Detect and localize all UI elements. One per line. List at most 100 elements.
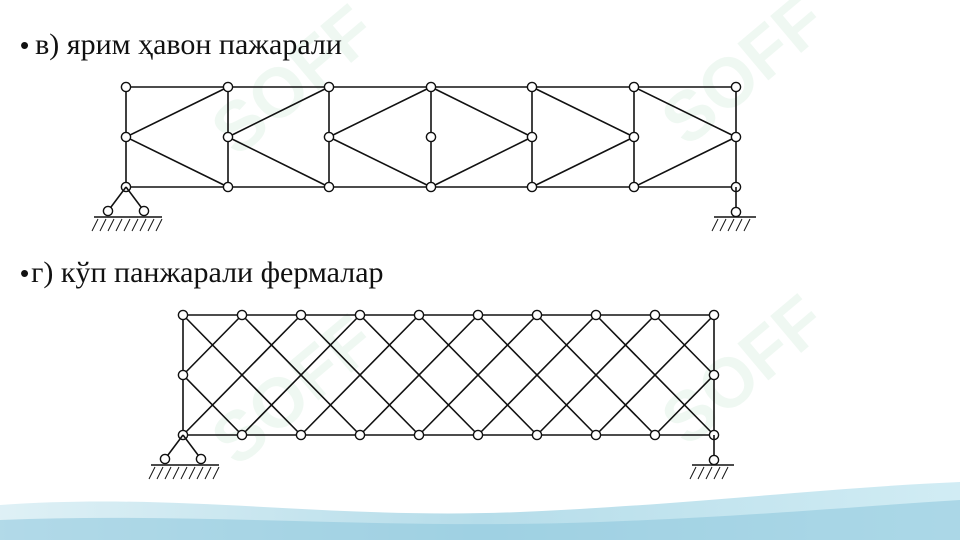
ground-hatch [711, 218, 719, 232]
diagonal [430, 136, 533, 188]
diagonal [125, 86, 229, 138]
ground-hatch [721, 466, 729, 480]
ground-hatch [172, 466, 180, 480]
bullet-dot: • [20, 30, 30, 60]
bullet-dot: • [20, 258, 30, 288]
ground-hatch [139, 218, 147, 232]
ground-hatch [735, 218, 743, 232]
lattice-diagonal [241, 314, 361, 436]
lattice-diagonal [654, 374, 715, 436]
truss-node [120, 131, 132, 143]
truss-node [526, 181, 538, 193]
ground-hatch [689, 466, 697, 480]
truss-node [526, 81, 538, 93]
truss-node [236, 309, 248, 321]
truss-node [526, 131, 538, 143]
lattice-diagonal [477, 314, 597, 436]
truss-node [295, 309, 307, 321]
bullet-text: в) ярим ҳавон пажарали [35, 28, 342, 61]
lattice-diagonal [418, 314, 538, 436]
support-roller [159, 453, 171, 465]
truss-node [222, 131, 234, 143]
truss-node [222, 181, 234, 193]
truss-node [177, 309, 189, 321]
ground-hatch [91, 218, 99, 232]
diagonal [125, 136, 229, 188]
bullet-text: г) кўп панжарали фермалар [31, 256, 384, 289]
truss-node [413, 309, 425, 321]
truss-node [708, 369, 720, 381]
lattice-diagonal [300, 314, 420, 436]
truss-node [295, 429, 307, 441]
truss-node [708, 309, 720, 321]
ground-hatch [697, 466, 705, 480]
truss-node [425, 181, 437, 193]
truss-node [236, 429, 248, 441]
ground-hatch [147, 218, 155, 232]
ground-hatch [743, 218, 751, 232]
truss-node [354, 429, 366, 441]
ground-hatch [196, 466, 204, 480]
diagonal [328, 136, 432, 188]
truss-node [354, 309, 366, 321]
ground-hatch [188, 466, 196, 480]
truss-node [649, 309, 661, 321]
truss-node [531, 429, 543, 441]
truss-node [590, 309, 602, 321]
ground-hatch [148, 466, 156, 480]
ground-hatch [180, 466, 188, 480]
truss-node [177, 369, 189, 381]
ground-hatch [123, 218, 131, 232]
truss-node [425, 81, 437, 93]
diagonal [633, 86, 737, 138]
diagonal [633, 136, 737, 188]
lattice-diagonal [182, 314, 243, 376]
diagonal [430, 86, 533, 138]
bullet-item-semi-diagonal: •в) ярим ҳавон пажарали [20, 30, 342, 60]
truss-node [323, 81, 335, 93]
diagonal [227, 86, 330, 138]
ground-hatch [155, 218, 163, 232]
truss-node [222, 81, 234, 93]
ground-hatch [212, 466, 220, 480]
ground-hatch [713, 466, 721, 480]
truss-node [323, 181, 335, 193]
truss-node [413, 429, 425, 441]
diagonal [531, 86, 635, 138]
lattice-diagonal [182, 314, 302, 436]
truss-node [531, 309, 543, 321]
truss-node [323, 131, 335, 143]
ground-hatch [131, 218, 139, 232]
ground-hatch [719, 218, 727, 232]
bullet-item-multi-lattice: •г) кўп панжарали фермалар [20, 258, 384, 288]
diagonal [328, 86, 432, 138]
ground-hatch [204, 466, 212, 480]
ground-hatch [705, 466, 713, 480]
truss-node [425, 131, 437, 143]
diagonal [227, 136, 330, 188]
truss-node [730, 81, 742, 93]
lattice-diagonal [536, 314, 656, 436]
ground-hatch [115, 218, 123, 232]
truss-node [730, 131, 742, 143]
ground-hatch [107, 218, 115, 232]
truss-node [628, 181, 640, 193]
diagonal [531, 136, 635, 188]
ground-hatch [156, 466, 164, 480]
lattice-diagonal [595, 314, 715, 436]
truss-node [120, 81, 132, 93]
truss-node [472, 429, 484, 441]
truss-node [590, 429, 602, 441]
truss-node [472, 309, 484, 321]
truss-node [649, 429, 661, 441]
lattice-diagonal [359, 314, 479, 436]
support-roller [102, 205, 114, 217]
ground-hatch [727, 218, 735, 232]
truss-node [628, 81, 640, 93]
support-roller [195, 453, 207, 465]
ground-hatch [164, 466, 172, 480]
